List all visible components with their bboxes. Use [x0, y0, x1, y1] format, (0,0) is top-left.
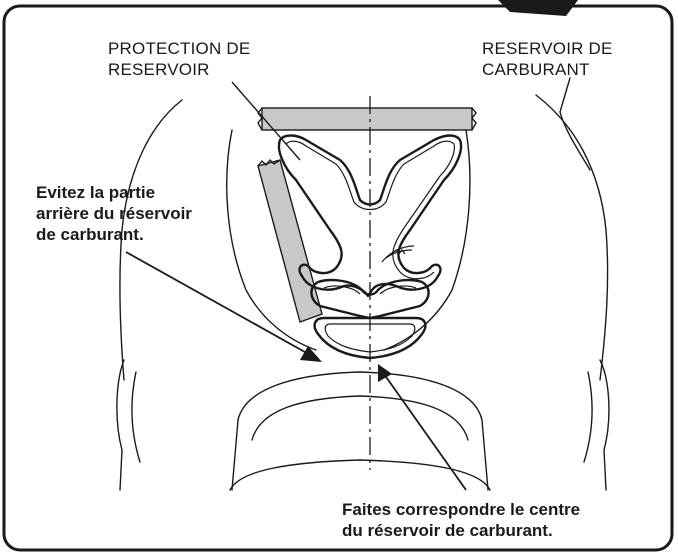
- match-center-arrowhead: [378, 364, 392, 382]
- match-center-label-line-1: Faites correspondre le centre: [342, 500, 581, 519]
- avoid-rear-arrowhead: [300, 346, 322, 362]
- corner-tab: [498, 0, 578, 16]
- tank-inner-right: [383, 129, 471, 351]
- seat-front-outer: [237, 371, 483, 421]
- tank-pad: [277, 134, 463, 360]
- side-panel-left: [116, 359, 125, 491]
- tank-outline-right: [535, 94, 609, 381]
- tank-protection-label: PROTECTION DE RESERVOIR: [108, 38, 250, 80]
- fuel-tank-label-line-2: CARBURANT: [482, 60, 590, 79]
- match-center-label: Faites correspondre le centre du réservo…: [342, 499, 580, 541]
- tank-protection-label-line-2: RESERVOIR: [108, 60, 210, 79]
- seat-side-left: [231, 419, 239, 491]
- fuel-tank-leader-line: [559, 77, 591, 171]
- side-panel-left-inner: [131, 371, 141, 463]
- avoid-rear-label-line-2: arrière du réservoir: [36, 204, 192, 223]
- fuel-tank-label: RESERVOIR DE CARBURANT: [482, 38, 613, 80]
- fuel-tank-label-line-1: RESERVOIR DE: [482, 39, 613, 58]
- tank-protection-label-line-1: PROTECTION DE: [108, 39, 251, 58]
- side-panel-right: [599, 359, 610, 491]
- avoid-rear-label-line-1: Evitez la partie: [36, 183, 156, 202]
- tank-inner-left: [226, 129, 317, 351]
- figure-border: [2, 4, 674, 552]
- seat-side-right: [481, 419, 489, 491]
- match-center-arrow-line: [383, 373, 467, 491]
- avoid-rear-arrow-line: [125, 251, 313, 357]
- tape-top: [257, 107, 477, 131]
- side-panel-right-inner: [583, 371, 593, 463]
- match-center-label-line-2: du réservoir de carburant.: [342, 521, 553, 540]
- tank-outline-left: [119, 99, 183, 381]
- seat-front-inner: [251, 395, 469, 441]
- tank-pad-upper: [277, 134, 463, 298]
- seat-rear-edge: [229, 459, 491, 491]
- tank-pad-middle: [310, 278, 430, 320]
- tank-pad-emblem-icon: [381, 245, 415, 263]
- protection-leader-line: [231, 81, 301, 161]
- avoid-rear-label-line-3: de carburant.: [36, 225, 144, 244]
- avoid-rear-label: Evitez la partie arrière du réservoir de…: [36, 182, 192, 245]
